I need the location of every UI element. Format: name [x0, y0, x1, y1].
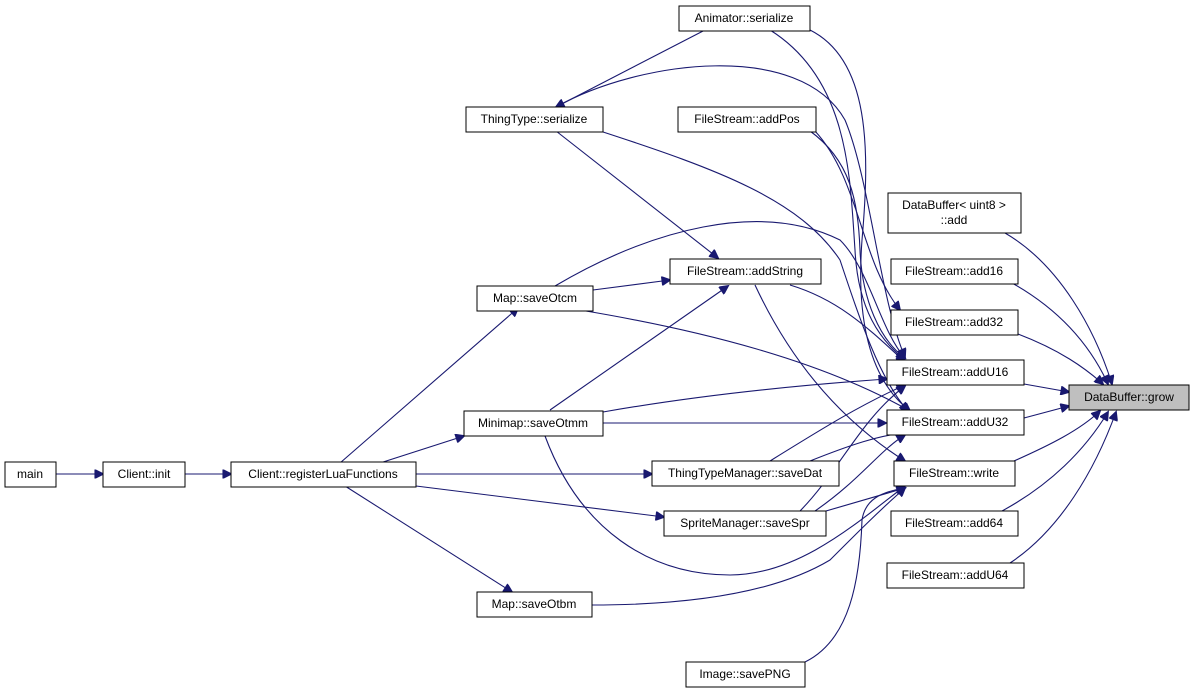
edge-addpos-to-add32	[814, 130, 900, 310]
node-register-lua-functions[interactable]: Client::registerLuaFunctions	[230, 461, 417, 488]
node-label: ThingTypeManager::saveDat	[668, 466, 823, 480]
edge-register-lua-to-map-saveotcm	[339, 308, 518, 464]
edge-saveotmm-to-addstring	[549, 286, 728, 411]
node-label: FileStream::addString	[687, 264, 803, 278]
node-label: FileStream::addU64	[902, 568, 1009, 582]
node-client-init[interactable]: Client::init	[102, 461, 186, 488]
edge-addu32-to-grow	[1023, 406, 1069, 419]
node-label: main	[17, 467, 43, 481]
node-label: DataBuffer::grow	[1084, 390, 1174, 404]
edge-savespr-to-addu32	[814, 435, 905, 512]
node-filestream-addu16[interactable]: FileStream::addU16	[886, 359, 1025, 386]
edge-thingtype-to-addstring	[555, 130, 718, 258]
edge-addu64-to-grow	[1009, 412, 1116, 564]
edge-saveotbm-to-write	[591, 488, 905, 606]
node-label: FileStream::add16	[905, 264, 1003, 278]
edge-write-to-grow	[1013, 411, 1100, 462]
edge-savespr-to-addu16	[799, 386, 905, 512]
node-label: ThingType::serialize	[481, 112, 588, 126]
edge-addu16-to-grow	[1023, 383, 1069, 392]
node-label: Client::registerLuaFunctions	[248, 467, 397, 481]
edge-savespr-to-write	[825, 488, 905, 512]
node-databuffer-grow[interactable]: DataBuffer::grow	[1068, 384, 1190, 411]
edge-register-lua-to-map-saveotbm	[344, 485, 512, 592]
node-main[interactable]: main	[4, 461, 57, 488]
node-map-saveotbm[interactable]: Map::saveOtbm	[476, 591, 593, 618]
edge-addpos-to-addu16	[809, 130, 905, 358]
edge-add64-to-grow	[1001, 412, 1108, 512]
node-label: FileStream::addU32	[902, 415, 1009, 429]
node-filestream-addu32[interactable]: FileStream::addU32	[886, 409, 1025, 436]
edge-addstring-to-addu16	[789, 284, 905, 362]
edge-animator-to-addu16	[769, 29, 905, 360]
node-filestream-addstring[interactable]: FileStream::addString	[669, 258, 822, 285]
node-label-line-1: DataBuffer< uint8 >	[902, 198, 1006, 212]
edge-thingtype-to-addu16	[555, 65, 905, 357]
edge-saveotcm-to-addu32	[579, 309, 910, 411]
edge-register-lua-to-savespr	[415, 485, 664, 517]
node-filestream-addpos[interactable]: FileStream::addPos	[677, 106, 817, 133]
edge-addstring-to-write	[754, 284, 905, 461]
edge-savedat-to-addu16	[769, 385, 905, 462]
nodes: main Client::init Client::registerLuaFun…	[4, 5, 1190, 688]
edge-databuffer-add-to-grow	[1004, 232, 1112, 384]
edge-thingtype-to-addu32	[599, 130, 908, 411]
node-thingtype-serialize[interactable]: ThingType::serialize	[465, 106, 604, 133]
node-filestream-addu64[interactable]: FileStream::addU64	[886, 562, 1025, 589]
node-filestream-add64[interactable]: FileStream::add64	[890, 510, 1019, 537]
node-label: Animator::serialize	[695, 11, 794, 25]
node-label: FileStream::add64	[905, 516, 1003, 530]
node-animator-serialize[interactable]: Animator::serialize	[678, 5, 811, 32]
node-map-saveotcm[interactable]: Map::saveOtcm	[476, 285, 594, 312]
node-filestream-add16[interactable]: FileStream::add16	[890, 258, 1019, 285]
edge-animator-to-thingtype	[556, 29, 706, 107]
edge-saveotcm-to-addu16	[554, 221, 905, 358]
edge-add32-to-grow	[1017, 333, 1103, 384]
node-filestream-write[interactable]: FileStream::write	[893, 460, 1016, 487]
node-image-savepng[interactable]: Image::savePNG	[685, 661, 806, 688]
node-label: Map::saveOtcm	[493, 291, 577, 305]
edge-register-lua-to-minimap-saveotmm	[379, 436, 464, 464]
node-label: FileStream::addU16	[902, 365, 1009, 379]
node-spritemanager-savespr[interactable]: SpriteManager::saveSpr	[663, 510, 827, 537]
node-label: Client::init	[118, 467, 171, 481]
edge-add16-to-grow	[1011, 282, 1108, 384]
edge-animator-to-addu32	[809, 29, 910, 411]
node-label: SpriteManager::saveSpr	[680, 516, 809, 530]
node-label: Image::savePNG	[699, 667, 790, 681]
node-filestream-add32[interactable]: FileStream::add32	[890, 309, 1019, 336]
edges	[56, 29, 1116, 663]
node-label-line-2: ::add	[941, 213, 968, 227]
node-databuffer-add[interactable]: DataBuffer< uint8 > ::add	[887, 192, 1022, 234]
node-minimap-saveotmm[interactable]: Minimap::saveOtmm	[463, 410, 604, 437]
node-label: Minimap::saveOtmm	[478, 416, 588, 430]
edge-saveotmm-to-addu16	[602, 379, 887, 413]
edge-saveotcm-to-addstring	[592, 280, 670, 291]
node-label: FileStream::add32	[905, 315, 1003, 329]
edge-saveotmm-to-write	[544, 435, 905, 576]
node-label: FileStream::addPos	[694, 112, 799, 126]
node-thingtypemanager-savedat[interactable]: ThingTypeManager::saveDat	[651, 460, 840, 487]
node-label: Map::saveOtbm	[492, 597, 577, 611]
edge-savepng-to-write	[804, 488, 905, 663]
node-label: FileStream::write	[909, 466, 999, 480]
